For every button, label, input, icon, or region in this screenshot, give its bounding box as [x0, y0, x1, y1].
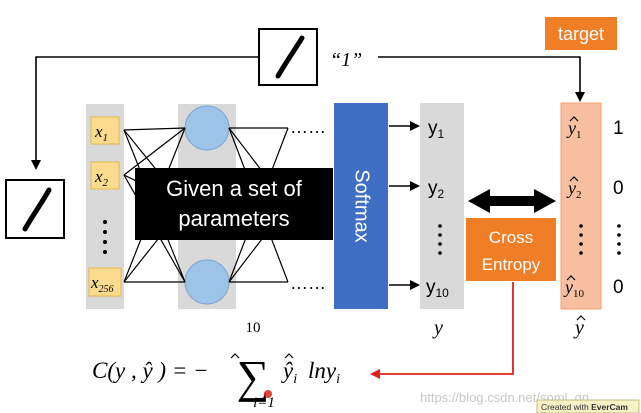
output-vertical-dots — [438, 224, 442, 255]
top-digit-image — [258, 28, 318, 86]
cross-entropy-line1: Cross — [489, 228, 533, 247]
dots-bottom: …… — [290, 273, 326, 293]
compare-double-arrow — [468, 189, 556, 213]
dots-top: …… — [290, 117, 326, 137]
target-badge: target — [545, 17, 617, 50]
input-x256: x256 — [90, 273, 114, 295]
target-vector-label: y — [573, 317, 584, 339]
cross-entropy-box: Cross Entropy — [466, 218, 556, 281]
input-x2: x2 — [94, 167, 109, 189]
target-value-vertical-dots — [617, 224, 621, 255]
formula-sum-top: 10 — [246, 320, 261, 336]
target-yhat10: y10 — [563, 277, 585, 300]
target-value-2: 0 — [613, 178, 624, 199]
target-vertical-dots — [579, 224, 583, 255]
target-label: target — [558, 24, 604, 44]
softmax-box: Softmax — [334, 103, 388, 309]
neuron-top — [184, 105, 230, 151]
quote-one-label: “1” — [330, 49, 362, 71]
target-yhat1: y1 — [566, 118, 582, 141]
overlay-line2: parameters — [178, 206, 289, 231]
cross-entropy-formula: C(y , ŷ ) = − 10 ∑ i=1 ŷi lnyi — [92, 320, 340, 411]
formula-term-hat — [284, 353, 294, 359]
output-vector-label: y — [432, 317, 443, 339]
cross-entropy-line2: Entropy — [482, 255, 541, 274]
formula-sum-bottom: i=1 — [253, 395, 275, 411]
softmax-output-arrows — [389, 121, 420, 290]
output-y10: y10 — [426, 277, 449, 300]
output-column: y1 y2 y10 — [420, 103, 464, 309]
softmax-label: Softmax — [351, 169, 373, 242]
target-hat-marks — [566, 116, 579, 281]
output-y2: y2 — [428, 178, 445, 201]
target-yhat2: y2 — [566, 178, 582, 201]
neuron-bottom — [184, 259, 230, 305]
input-x1: x1 — [94, 122, 108, 144]
top-connector — [31, 56, 585, 170]
cursor-marker — [264, 390, 272, 398]
target-column: y1 y2 y10 — [560, 102, 602, 310]
formula-ln: lnyi — [308, 358, 340, 387]
evercam-text: Created with EverCam — [541, 402, 628, 412]
parameters-overlay: Given a set of parameters — [135, 168, 333, 240]
left-digit-image — [5, 179, 65, 239]
output-y1: y1 — [428, 118, 445, 141]
input-vertical-dots — [103, 220, 107, 254]
target-vector-hat — [576, 315, 586, 321]
formula-sigma: ∑ — [237, 351, 270, 402]
formula-lhs-hat — [230, 353, 240, 359]
input-column: x1 x2 x256 — [86, 104, 124, 309]
target-value-10: 0 — [613, 277, 624, 298]
evercam-badge: Created with EverCam — [536, 399, 640, 413]
overlay-line1: Given a set of — [166, 176, 303, 201]
loss-red-arrow — [370, 282, 514, 379]
target-value-1: 1 — [613, 118, 624, 139]
formula-lhs: C(y , ŷ ) = − — [92, 358, 209, 383]
formula-term: ŷi — [281, 358, 297, 387]
